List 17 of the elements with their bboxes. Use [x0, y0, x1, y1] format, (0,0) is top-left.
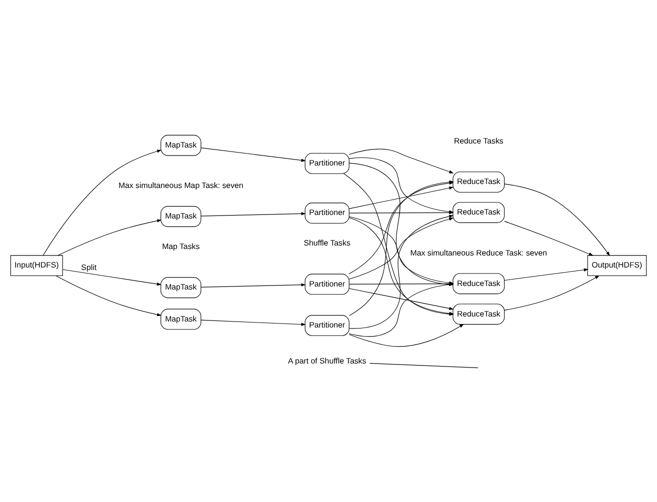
arrow [504, 220, 594, 256]
arrow [504, 183, 610, 256]
arrow [348, 323, 464, 346]
connector [369, 362, 478, 368]
arrow [348, 186, 454, 208]
arrow [58, 218, 162, 256]
arrow [348, 148, 454, 173]
arrow [348, 288, 454, 310]
arrow [42, 149, 162, 256]
arrow [504, 268, 588, 280]
arrow [56, 275, 162, 316]
arrow [200, 319, 306, 326]
arrow [200, 147, 306, 162]
arrow [62, 268, 162, 286]
arrow [200, 282, 306, 287]
arrow [504, 275, 600, 310]
arrow [200, 212, 306, 216]
